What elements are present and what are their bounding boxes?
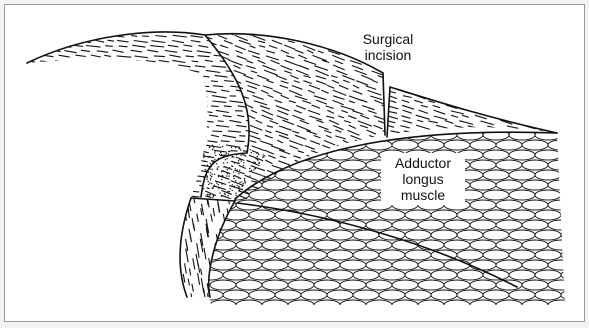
incision-label-line1: Surgical [345, 31, 431, 47]
fascia-hatching-upper [25, 30, 266, 203]
adductor-longus-label: Adductor longus muscle [381, 153, 465, 205]
muscle-label-line2: longus [381, 171, 465, 187]
muscle-label-line1: Adductor [381, 155, 465, 171]
figure-frame: Surgical incision Adductor longus muscle [4, 4, 585, 322]
muscle-divider [237, 203, 517, 287]
muscle-label-line3: muscle [381, 187, 465, 203]
outer-outline [27, 32, 205, 63]
anatomy-illustration [5, 5, 585, 322]
outline-strokes [27, 32, 557, 297]
skin-top-edge [390, 87, 557, 133]
surgical-incision-label: Surgical incision [345, 31, 431, 63]
incision-label-line2: incision [345, 47, 431, 63]
